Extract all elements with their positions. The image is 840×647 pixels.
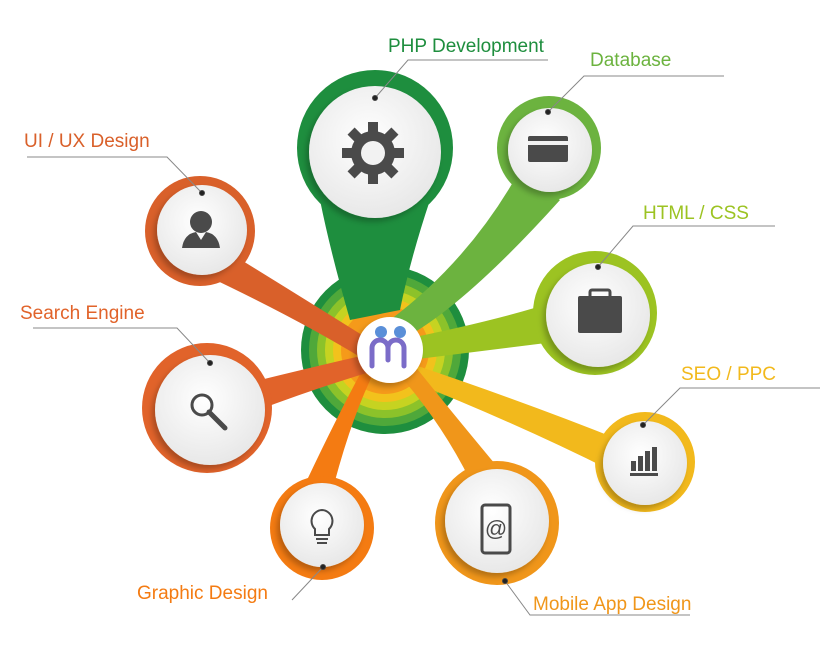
svg-text:@: @ [485,516,507,541]
mobile-at-icon: @ [480,503,512,555]
label-database: Database [590,50,672,71]
magnifier-icon [190,393,228,431]
lightbulb-icon [310,508,334,544]
label-seo: SEO / PPC [681,364,777,385]
gear-icon [342,122,404,184]
arms [205,170,620,500]
label-php: PHP Development [388,36,544,57]
label-html: HTML / CSS [643,203,749,224]
label-uiux: UI / UX Design [24,131,150,152]
label-graphic: Graphic Design [137,583,268,604]
briefcase-icon [578,288,622,333]
card-icon [528,136,568,162]
leader-lines [27,59,820,616]
label-mobile: Mobile App Design [533,594,692,615]
node-mobile [445,469,549,573]
bar-chart-icon [630,447,658,476]
node-graphic [280,483,364,567]
label-search: Search Engine [20,303,145,324]
user-icon [182,211,220,248]
users-m-logo [369,326,407,369]
